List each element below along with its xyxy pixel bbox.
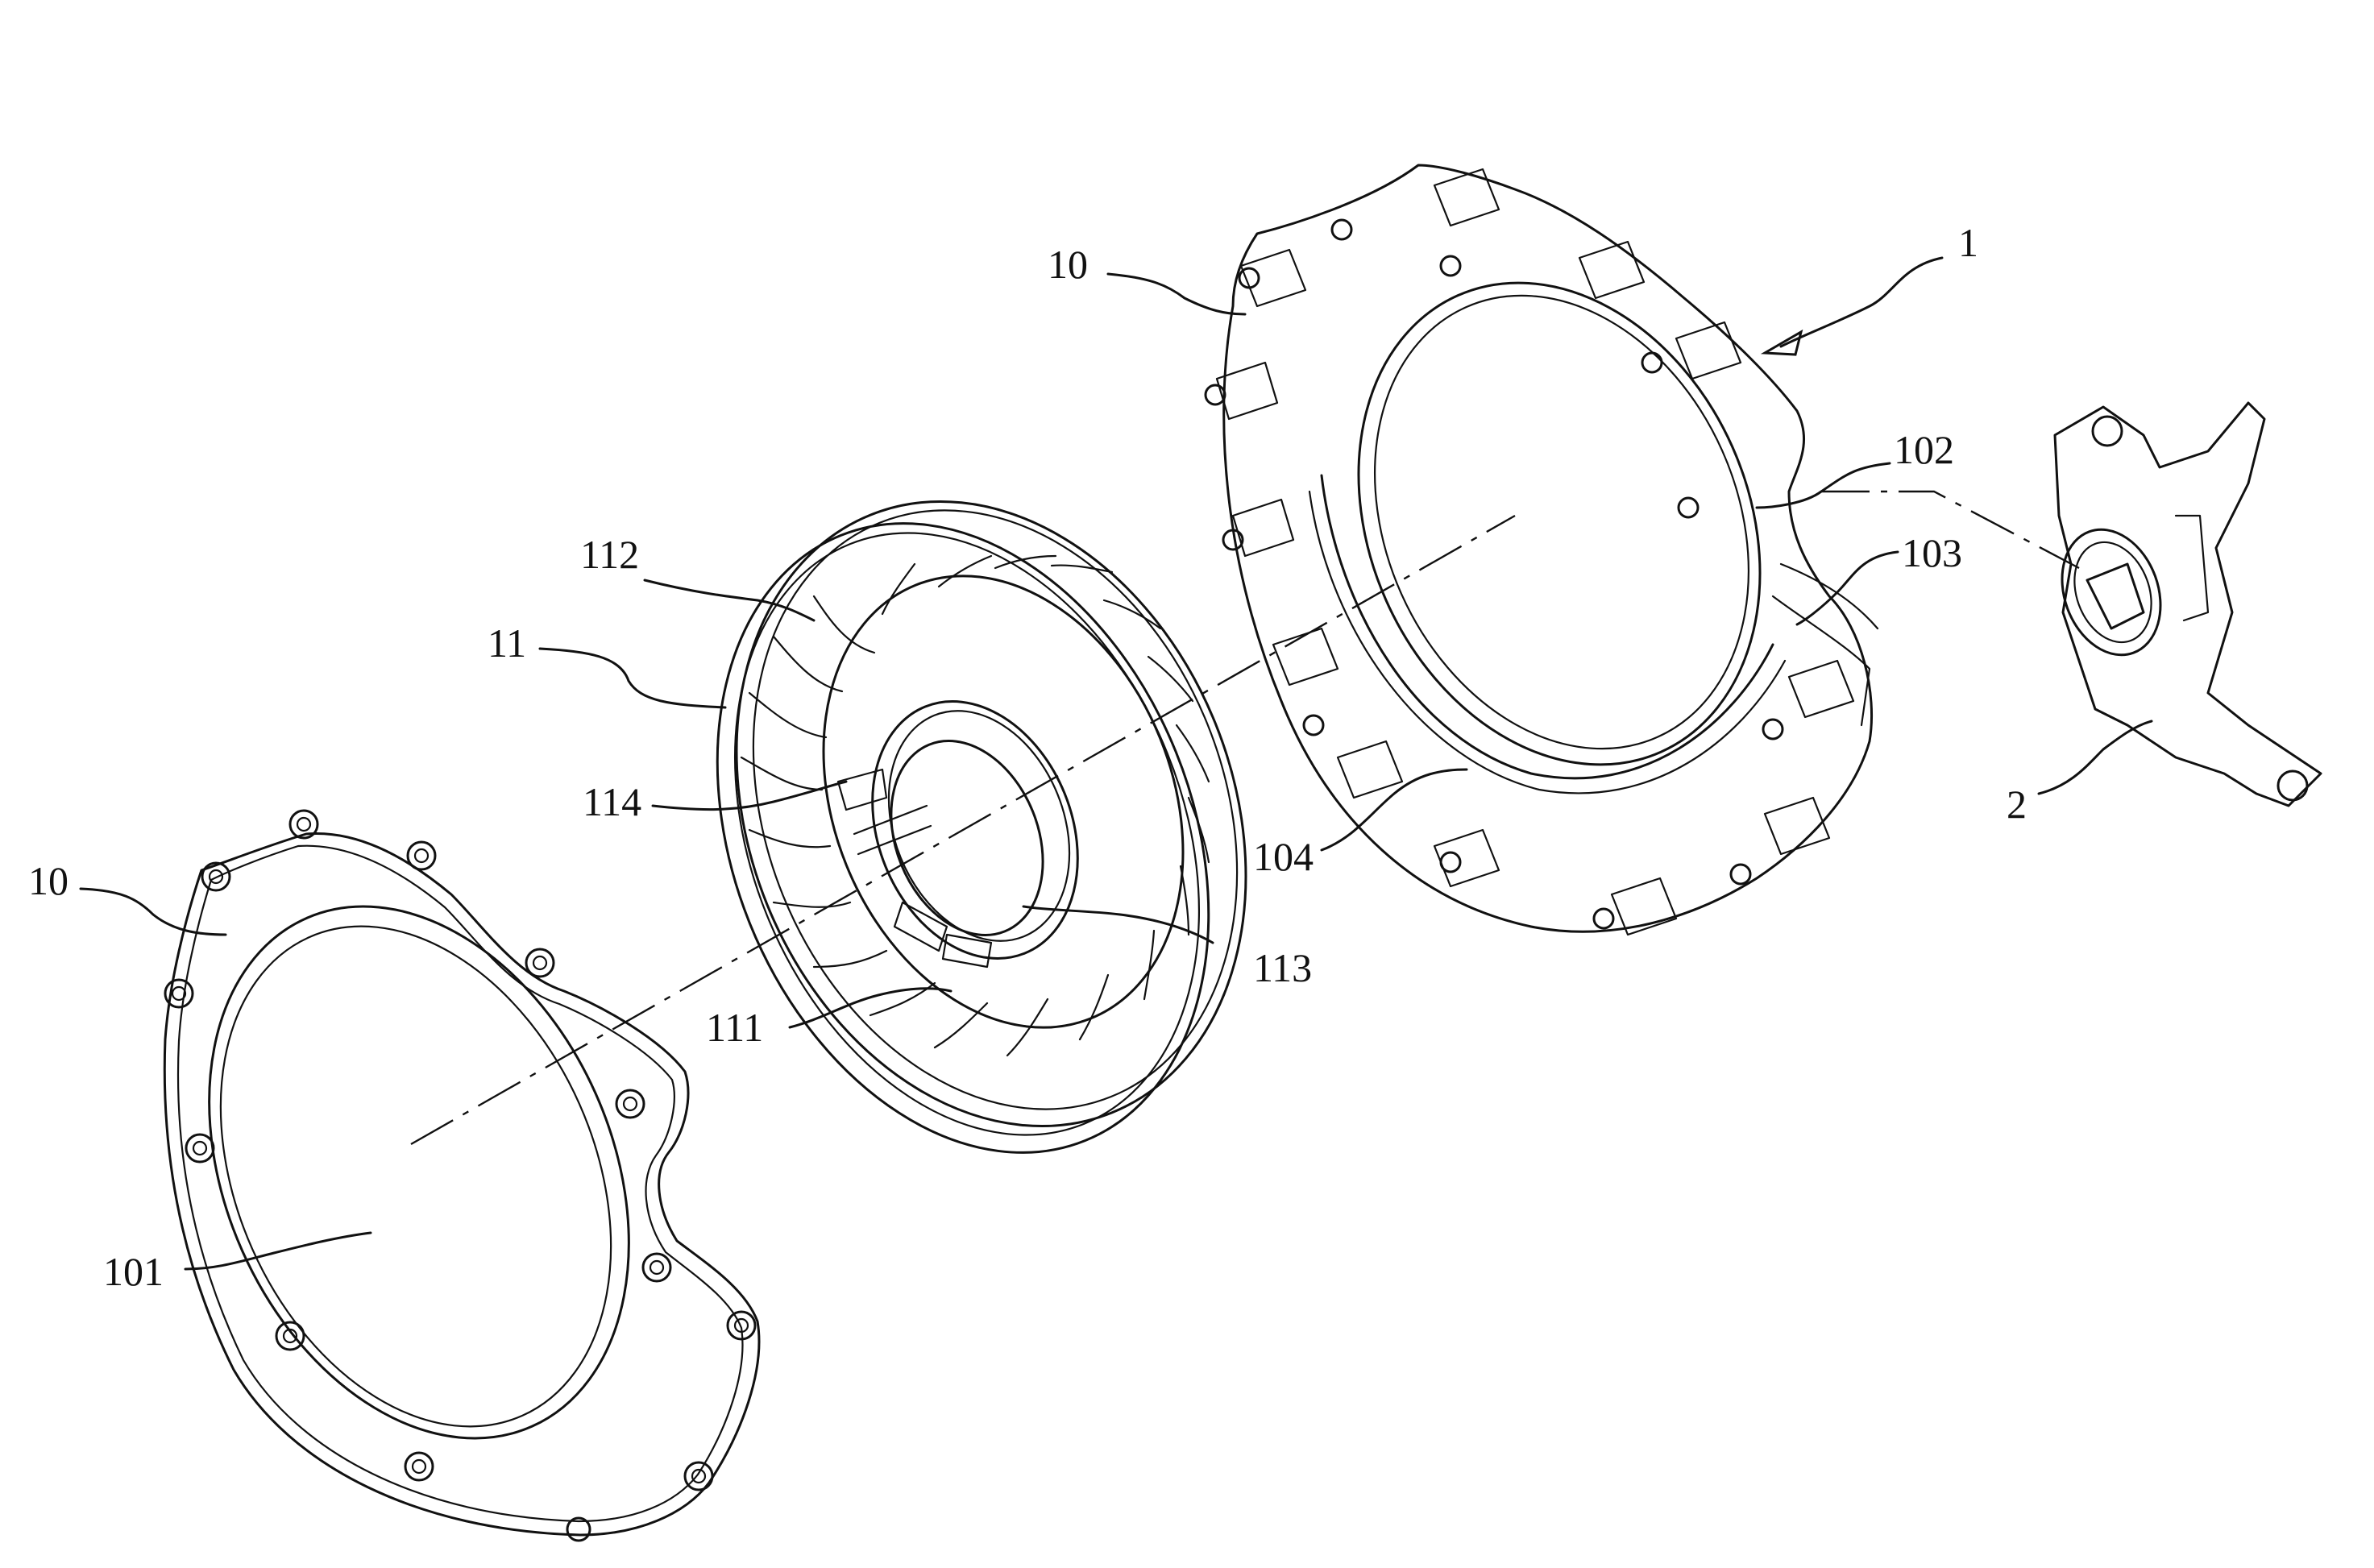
leader-113 <box>1023 906 1213 943</box>
label-112: 112 <box>580 532 639 577</box>
fan-hub <box>836 670 1114 989</box>
label-111: 111 <box>706 1005 763 1050</box>
label-2: 2 <box>2007 782 2027 827</box>
label-114: 114 <box>583 779 641 824</box>
leader-10-left <box>81 889 226 935</box>
leader-102 <box>1757 463 1890 508</box>
fan-blades <box>741 556 1209 1056</box>
fan-impeller <box>628 425 1336 1227</box>
label-11: 11 <box>488 620 526 666</box>
label-113: 113 <box>1253 945 1312 990</box>
label-103: 103 <box>1902 530 1962 575</box>
label-101: 101 <box>103 1249 164 1294</box>
leader-114 <box>653 782 846 810</box>
leader-112 <box>645 580 814 620</box>
leader-11 <box>540 649 725 707</box>
label-102: 102 <box>1894 427 1954 472</box>
housing-pins <box>1206 220 1783 928</box>
label-10-left: 10 <box>28 858 68 903</box>
label-104: 104 <box>1253 834 1314 879</box>
caliper-bracket <box>2045 403 2321 806</box>
leader-2 <box>2039 721 2152 794</box>
leader-10-top <box>1108 274 1245 314</box>
leader-lines <box>81 258 2152 1269</box>
leader-1-arrowhead <box>1765 332 1801 355</box>
leader-101 <box>185 1233 371 1269</box>
leader-103 <box>1797 552 1898 624</box>
leader-111 <box>790 989 951 1027</box>
label-1: 1 <box>1958 220 1978 265</box>
cover-plate-bolt-holes <box>165 811 755 1541</box>
leader-1 <box>1781 258 1942 346</box>
motor-housing <box>1206 165 1878 935</box>
reference-numerals: 1 10 102 103 104 2 112 11 114 113 111 10… <box>28 220 2027 1294</box>
cover-plate <box>129 811 759 1541</box>
label-10-top: 10 <box>1048 242 1088 287</box>
